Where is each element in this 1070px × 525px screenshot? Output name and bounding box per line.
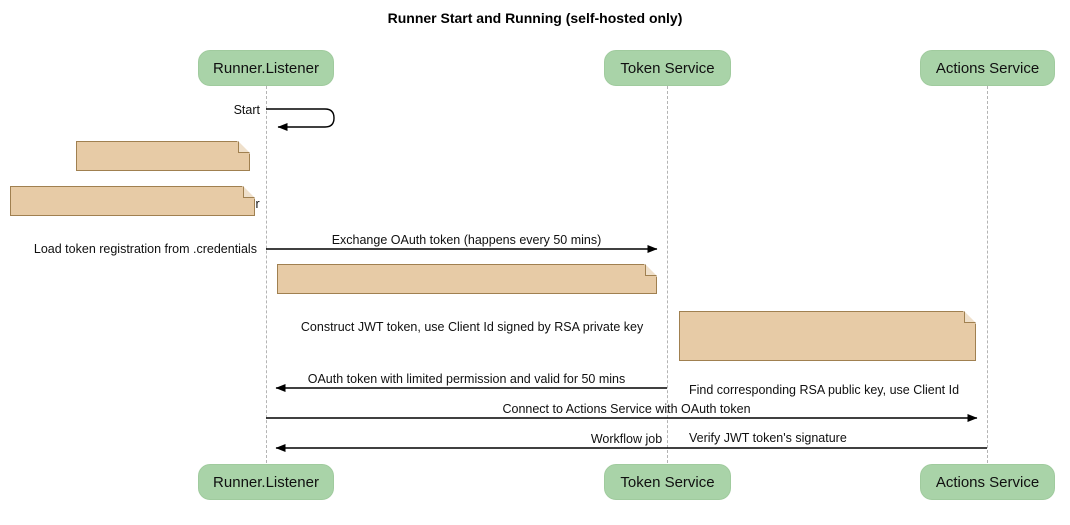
lifeline-token [667, 86, 668, 468]
note-text: Load token registration from .credential… [33, 242, 257, 256]
lifeline-actions [987, 86, 988, 468]
message-label-exchange-oauth: Exchange OAuth token (happens every 50 m… [331, 233, 602, 247]
note-text-line1: Find corresponding RSA public key, use C… [689, 383, 960, 397]
note-load-config: Load config info from .runner [76, 141, 260, 211]
lifeline-runner [266, 86, 267, 468]
note-text-line2: Verify JWT token's signature [689, 431, 847, 445]
arrow-start-self [266, 108, 335, 131]
participant-label: Token Service [620, 59, 715, 77]
note-load-credentials: Load token registration from .credential… [10, 186, 257, 256]
participant-label: Actions Service [935, 473, 1040, 491]
participant-token-top[interactable]: Token Service [604, 50, 731, 86]
message-label-connect-actions: Connect to Actions Service with OAuth to… [502, 402, 751, 416]
note-construct-jwt: Construct JWT token, use Client Id signe… [277, 264, 657, 334]
participant-label: Actions Service [935, 59, 1040, 77]
message-label-oauth-reply: OAuth token with limited permission and … [307, 372, 626, 386]
message-label-workflow-job: Workflow job [590, 432, 663, 446]
participant-actions-bottom[interactable]: Actions Service [920, 464, 1055, 500]
note-text: Construct JWT token, use Client Id signe… [300, 320, 644, 334]
participant-token-bottom[interactable]: Token Service [604, 464, 731, 500]
participant-label: Runner.Listener [213, 473, 319, 491]
note-verify-jwt: Find corresponding RSA public key, use C… [679, 311, 976, 445]
page-title: Runner Start and Running (self-hosted on… [387, 10, 683, 26]
participant-label: Token Service [620, 473, 715, 491]
message-label-start: Start [233, 103, 260, 117]
participant-runner-top[interactable]: Runner.Listener [198, 50, 334, 86]
participant-runner-bottom[interactable]: Runner.Listener [198, 464, 334, 500]
participant-actions-top[interactable]: Actions Service [920, 50, 1055, 86]
participant-label: Runner.Listener [213, 59, 319, 77]
